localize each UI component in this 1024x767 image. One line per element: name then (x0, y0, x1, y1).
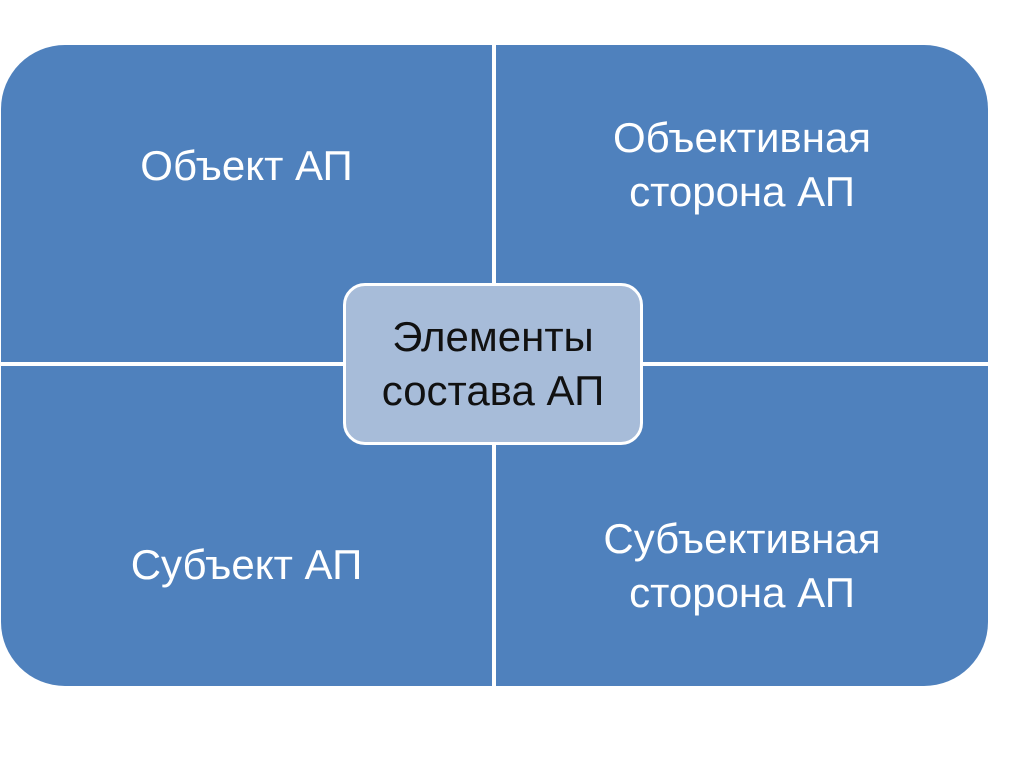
center-line-1: Элементы (392, 313, 594, 360)
quadrant-objective-side: Объективная сторона АП (496, 45, 988, 362)
quadrant-subjective-side-label: Субъективная сторона АП (496, 512, 988, 620)
quadrant-object-label: Объект АП (1, 139, 492, 193)
quadrant-subject-line-1: Субъект АП (130, 541, 363, 588)
center-label: Элементы состава АП (382, 310, 605, 418)
quadrant-objective-side-label: Объективная сторона АП (496, 111, 988, 219)
quadrant-object: Объект АП (1, 45, 492, 362)
quadrant-subject: Субъект АП (1, 366, 492, 686)
quadrant-subject-label: Субъект АП (1, 538, 492, 592)
quadrant-object-line-1: Объект АП (140, 142, 353, 189)
quadrant-subjective-side-line-1: Субъективная (603, 515, 881, 562)
center-line-2: состава АП (381, 367, 605, 414)
center-box: Элементы состава АП (343, 283, 643, 445)
quadrant-objective-side-line-1: Объективная (612, 114, 872, 161)
quadrant-subjective-side-line-2: сторона АП (629, 569, 855, 616)
quadrant-objective-side-line-2: сторона АП (629, 168, 855, 215)
